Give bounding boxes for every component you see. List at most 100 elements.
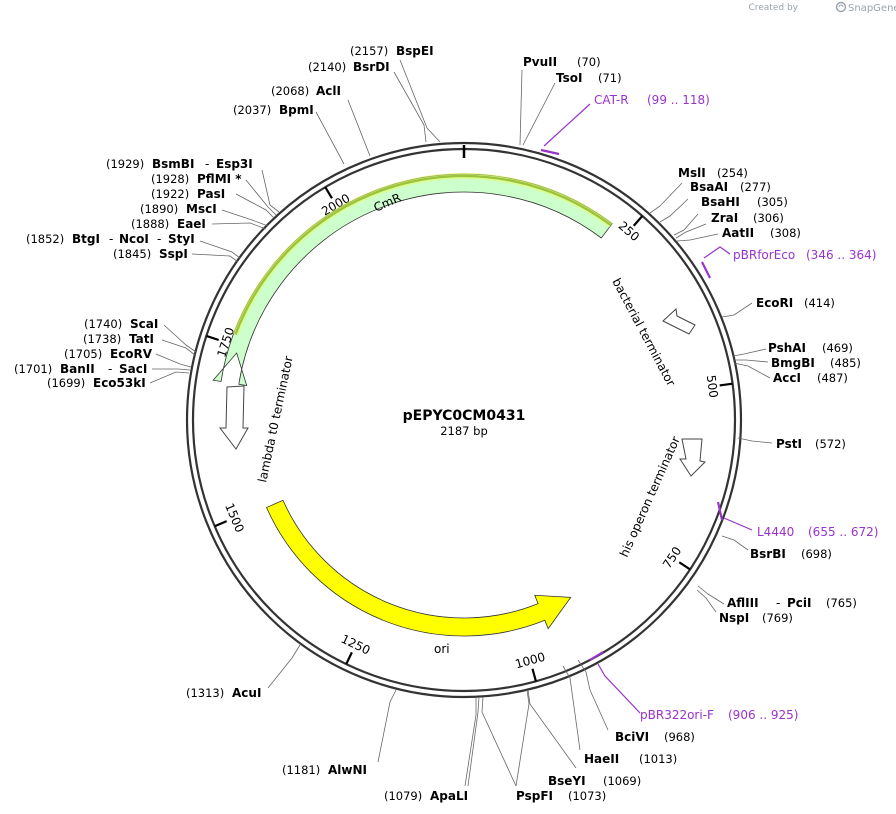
enzyme-name[interactable]: MscI (186, 202, 217, 216)
enzyme-name[interactable]: SspI (159, 247, 188, 261)
enzyme-position: (1073) (568, 789, 606, 803)
feature-ori[interactable]: ori (266, 499, 572, 656)
feature-bacterial-terminator[interactable]: bacterial terminator (609, 276, 696, 389)
lambda-t0-terminator-arrow[interactable] (218, 385, 249, 450)
enzyme-name[interactable]: BciVI (615, 730, 649, 744)
enzyme-name[interactable]: BtgI (72, 232, 100, 246)
enzyme-name[interactable]: BsaHI (701, 195, 740, 209)
feature-cmr[interactable]: CmR (212, 173, 613, 387)
enzyme-name[interactable]: BanII (60, 362, 95, 376)
enzyme-name[interactable]: PshAI (768, 341, 806, 355)
enzyme-position: (1069) (603, 774, 641, 788)
svg-text:-: - (108, 362, 112, 376)
enzyme-position: (1699) (47, 376, 85, 390)
enzyme-name[interactable]: MslI (678, 166, 706, 180)
enzyme-name[interactable]: BseYI (548, 774, 586, 788)
enzyme-name[interactable]: EaeI (177, 217, 206, 231)
cmr-glow (232, 173, 613, 336)
enzyme-position: (1079) (384, 789, 422, 803)
enzyme-position: (1181) (282, 763, 320, 777)
snapgene-product-text: SnapGene (848, 3, 896, 14)
enzyme-position: (1888) (131, 217, 169, 231)
enzyme-name[interactable]: AclI (316, 84, 341, 98)
feature-lambda-t0-terminator[interactable]: lambda t0 terminator (218, 355, 296, 484)
enzyme-name[interactable]: SacI (119, 362, 147, 376)
enzyme-name[interactable]: StyI (168, 232, 195, 246)
enzyme-name[interactable]: TsoI (556, 71, 582, 85)
enzyme-name[interactable]: BpmI (279, 103, 314, 117)
enzyme-position: (2037) (233, 103, 271, 117)
enzyme-position: (306) (753, 211, 784, 225)
tick-mark (632, 215, 644, 227)
enzyme-position: (308) (770, 226, 801, 240)
enzyme-name[interactable]: PflMI * (197, 172, 242, 186)
plasmid-name: pEPYC0CM0431 (403, 408, 526, 424)
enzyme-name[interactable]: PvuII (523, 55, 557, 69)
svg-text:-: - (157, 232, 161, 246)
enzyme-name[interactable]: NcoI (119, 232, 149, 246)
ori-arrow[interactable] (266, 499, 572, 637)
enzyme-name[interactable]: ApaLI (430, 789, 468, 803)
tick-mark (206, 334, 220, 342)
enzyme-name[interactable]: PspFI (516, 789, 553, 803)
tick-mark (531, 668, 537, 682)
enzyme-name[interactable]: BsrBI (750, 547, 786, 561)
primer-range: (655 .. 672) (808, 525, 878, 539)
tick-mark (324, 186, 333, 199)
enzyme-name[interactable]: BsrDI (353, 60, 390, 74)
tick-label: 750 (660, 544, 684, 571)
enzyme-name[interactable]: EcoRV (110, 347, 153, 361)
primer-name[interactable]: L4440 (757, 525, 794, 539)
enzyme-name[interactable]: EcoRI (756, 296, 793, 310)
enzyme-labels: PvuII (70) TsoI (71) (2157) BspEI (2140)… (14, 44, 861, 803)
lambda-t0-terminator-label: lambda t0 terminator (255, 355, 295, 484)
enzyme-name[interactable]: AlwNI (328, 763, 367, 777)
enzyme-position: (765) (826, 596, 857, 610)
his-operon-terminator-arrow[interactable] (679, 438, 707, 477)
cmr-arrow[interactable] (212, 173, 613, 387)
enzyme-name[interactable]: ScaI (130, 317, 158, 331)
primer-name[interactable]: pBRforEco (733, 248, 795, 262)
enzyme-name[interactable]: BmgBI (771, 356, 815, 370)
enzyme-position: (1313) (186, 686, 224, 700)
enzyme-name[interactable]: PciI (787, 596, 812, 610)
enzyme-position: (2068) (271, 84, 309, 98)
enzyme-position: (254) (717, 166, 748, 180)
tick-mark (345, 651, 353, 665)
enzyme-name[interactable]: Eco53kI (93, 376, 146, 390)
svg-text:-: - (776, 596, 780, 610)
enzyme-name[interactable]: TatI (129, 332, 154, 346)
enzyme-name[interactable]: Esp3I (216, 157, 253, 171)
bacterial-terminator-label: bacterial terminator (609, 276, 678, 389)
enzyme-name[interactable]: AflIII (727, 596, 759, 610)
enzyme-position: (1922) (151, 187, 189, 201)
enzyme-position: (1845) (113, 247, 151, 261)
primer-name[interactable]: pBR322ori-F (640, 708, 714, 722)
enzyme-name[interactable]: NspI (719, 611, 749, 625)
plasmid-backbone (185, 141, 743, 699)
enzyme-leader-lines (149, 59, 773, 787)
enzyme-name[interactable]: HaeII (584, 752, 619, 766)
enzyme-name[interactable]: PasI (197, 187, 225, 201)
primer-name[interactable]: CAT-R (594, 93, 629, 107)
enzyme-position: (277) (740, 180, 771, 194)
enzyme-name[interactable]: AccI (773, 371, 801, 385)
enzyme-name[interactable]: BspEI (396, 44, 434, 58)
tick-label: 1250 (339, 632, 373, 658)
bacterial-terminator-arrow[interactable] (662, 307, 696, 335)
tick-mark (678, 561, 691, 571)
enzyme-name[interactable]: BsaAI (690, 180, 728, 194)
enzyme-position: (485) (830, 356, 861, 370)
enzyme-position: (414) (804, 296, 835, 310)
enzyme-position: (2140) (308, 60, 346, 74)
enzyme-name[interactable]: AcuI (232, 686, 261, 700)
enzyme-position: (469) (822, 341, 853, 355)
enzyme-name[interactable]: ZraI (711, 211, 738, 225)
enzyme-name[interactable]: PstI (776, 437, 802, 451)
feature-his-operon-terminator[interactable]: his operon terminator (617, 434, 707, 559)
enzyme-name[interactable]: AatII (722, 226, 754, 240)
tick-mark (214, 520, 228, 528)
enzyme-name[interactable]: BsmBI (152, 157, 194, 171)
enzyme-position: (1740) (84, 317, 122, 331)
